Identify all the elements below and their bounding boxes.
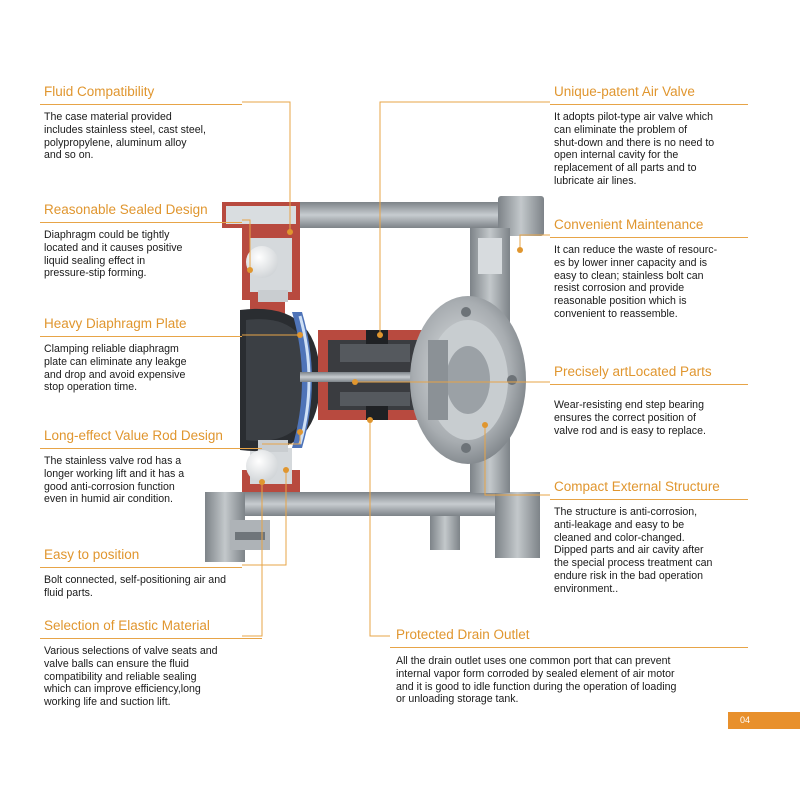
divider [40,448,262,449]
divider [550,104,748,105]
feature-desc-located-parts: Wear-resisting end step bearing ensures … [554,399,706,437]
feature-title-air-valve: Unique-patent Air Valve [554,84,695,99]
feature-title-fluid-compatibility: Fluid Compatibility [44,84,155,99]
feature-title-heavy-diaphragm-plate: Heavy Diaphragm Plate [44,316,187,331]
divider [550,237,748,238]
feature-title-easy-to-position: Easy to position [44,547,140,562]
feature-title-compact-structure: Compact External Structure [554,479,720,494]
leader-lines [242,101,550,637]
divider [40,567,242,568]
feature-title-elastic-material: Selection of Elastic Material [44,618,210,633]
feature-desc-compact-structure: The structure is anti-corrosion, anti-le… [554,506,713,595]
leader-dots [247,229,523,485]
divider [40,336,242,337]
right-pump-chamber [410,228,526,493]
feature-desc-air-valve: It adopts pilot-type air valve which can… [554,111,715,187]
divider [40,638,262,639]
feature-title-located-parts: Precisely artLocated Parts [554,364,712,379]
feature-title-long-effect-valve-rod: Long-effect Value Rod Design [44,428,223,443]
divider [40,104,242,105]
feature-title-drain-outlet: Protected Drain Outlet [396,627,530,642]
feature-desc-fluid-compatibility: The case material provided includes stai… [44,111,206,162]
page-number-badge: 04 [728,712,800,729]
feature-desc-heavy-diaphragm-plate: Clamping reliable diaphragm plate can el… [44,343,187,394]
feature-title-reasonable-sealed-design: Reasonable Sealed Design [44,202,208,217]
divider [550,384,748,385]
feature-desc-easy-to-position: Bolt connected, self-positioning air and… [44,574,226,599]
feature-desc-elastic-material: Various selections of valve seats and va… [44,645,218,709]
top-manifold [222,196,544,236]
lower-valve-ball [246,450,278,482]
feature-desc-drain-outlet: All the drain outlet uses one common por… [396,655,677,706]
bottom-manifold [205,492,540,562]
air-motor-center [300,330,430,420]
upper-valve-ball [246,246,278,278]
divider [390,647,748,648]
feature-desc-reasonable-sealed-design: Diaphragm could be tightly located and i… [44,229,183,280]
feature-desc-long-effect-valve-rod: The stainless valve rod has a longer wor… [44,455,185,506]
divider [40,222,242,223]
divider [550,499,748,500]
feature-desc-convenient-maintenance: It can reduce the waste of resourc- es b… [554,244,718,320]
feature-title-convenient-maintenance: Convenient Maintenance [554,217,704,232]
